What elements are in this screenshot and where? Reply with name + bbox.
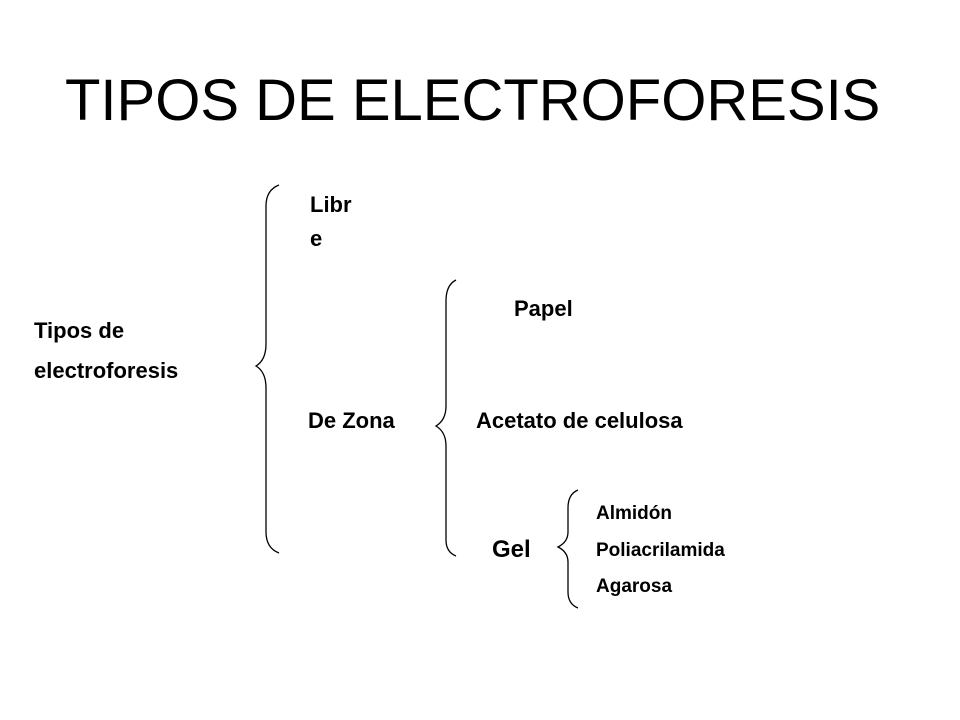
acetato-label: Acetato de celulosa xyxy=(476,408,683,433)
root-label-line1: Tipos de xyxy=(34,318,125,343)
brace-zona xyxy=(434,279,457,557)
almidon-label: Almidón xyxy=(596,503,672,524)
agarosa-label: Agarosa xyxy=(596,576,673,597)
page-title: TIPOS DE ELECTROFORESIS xyxy=(65,68,881,133)
gel-label: Gel xyxy=(492,536,531,563)
papel-label: Papel xyxy=(514,296,573,321)
libre-label-line2: e xyxy=(310,226,323,251)
brace-gel xyxy=(556,489,579,609)
poliacrilamida-label: Poliacrilamida xyxy=(596,540,725,561)
de-zona-label: De Zona xyxy=(308,408,395,433)
libre-label-line1: Libr xyxy=(310,192,352,217)
root-label-line2: electroforesis xyxy=(34,358,179,383)
brace-root xyxy=(254,184,280,554)
